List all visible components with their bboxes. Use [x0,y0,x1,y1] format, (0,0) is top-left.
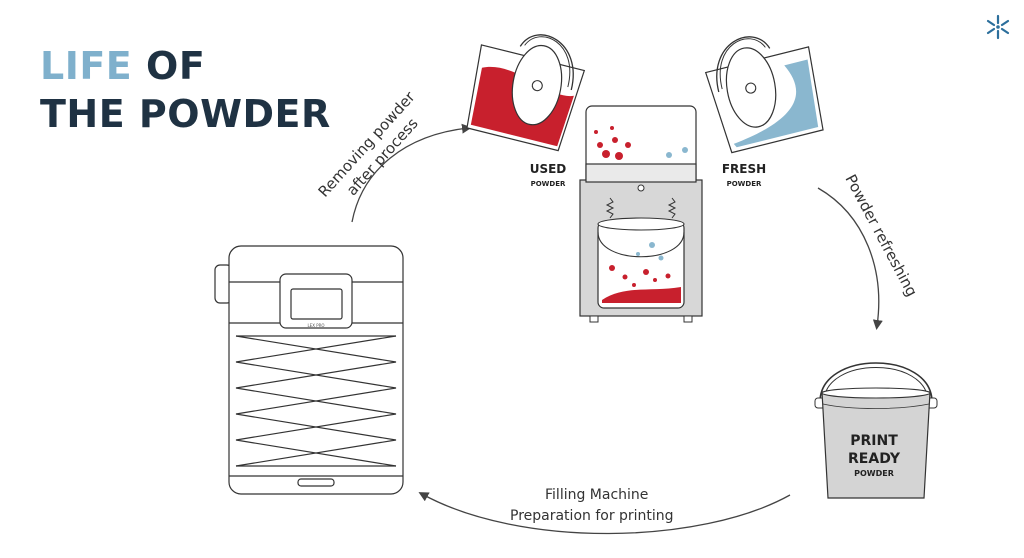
arrow-filling [418,492,791,535]
print-ready-bucket [814,362,938,499]
arrow-removing [351,123,472,223]
used-powder-bucket [466,34,586,152]
label-filling: Filling Machine [545,487,648,503]
used-label: USED [530,162,567,176]
used-sublabel: POWDER [531,180,566,188]
title-accent: LIFE [40,44,133,88]
sieve-machine [579,105,703,323]
fresh-label: FRESH [722,162,766,176]
print-ready-line2: READY [848,451,901,467]
print-ready-sublabel: POWDER [854,469,894,478]
printer-machine: LEX PRO [214,245,404,495]
snowflake-logo-icon [986,14,1010,40]
fresh-powder-bucket [704,36,824,154]
fresh-sublabel: POWDER [727,180,762,188]
label-removing: Removing powder after process [315,84,437,214]
print-ready-line1: PRINT [850,433,898,449]
title-line2: THE POWDER [40,92,331,136]
page-title: LIFE OF THE POWDER [40,42,331,138]
printer-badge: LEX PRO [307,323,324,328]
title-of: OF [146,44,206,88]
arrow-refreshing [817,187,883,330]
label-refreshing: Powder refreshing [841,171,921,299]
label-filling-2: Preparation for printing [510,508,674,524]
